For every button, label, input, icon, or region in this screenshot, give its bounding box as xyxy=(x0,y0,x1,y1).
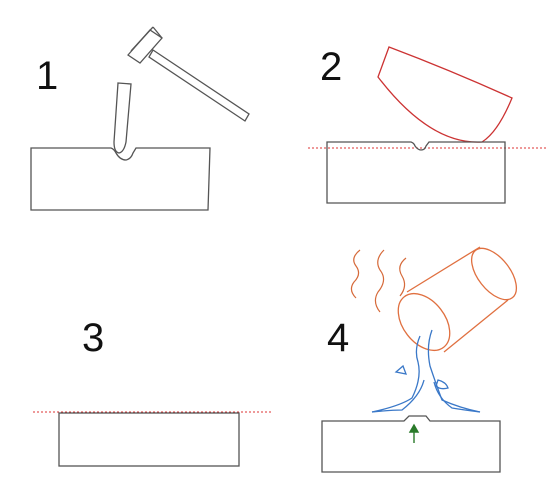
step-4-panel xyxy=(321,246,518,473)
step-number-2: 2 xyxy=(320,45,343,89)
hammer-icon xyxy=(127,26,250,122)
step-2-panel xyxy=(308,46,548,204)
step-3-panel xyxy=(33,411,271,467)
flat-block-icon xyxy=(58,412,240,467)
step-number-4: 4 xyxy=(327,316,350,360)
steam-icon xyxy=(350,249,407,313)
up-arrow-icon xyxy=(408,423,420,443)
step-1-panel xyxy=(30,26,250,211)
pouring-cup-icon xyxy=(397,246,518,353)
dented-block-icon xyxy=(326,141,506,204)
liquid-stream-icon xyxy=(371,329,481,413)
scraper-blade-icon xyxy=(377,46,513,143)
punch-tool-icon xyxy=(113,82,132,154)
step-number-3: 3 xyxy=(82,316,105,360)
dented-block-icon xyxy=(30,147,211,211)
raised-bump-block-icon xyxy=(321,415,501,473)
step-number-1: 1 xyxy=(36,54,59,98)
